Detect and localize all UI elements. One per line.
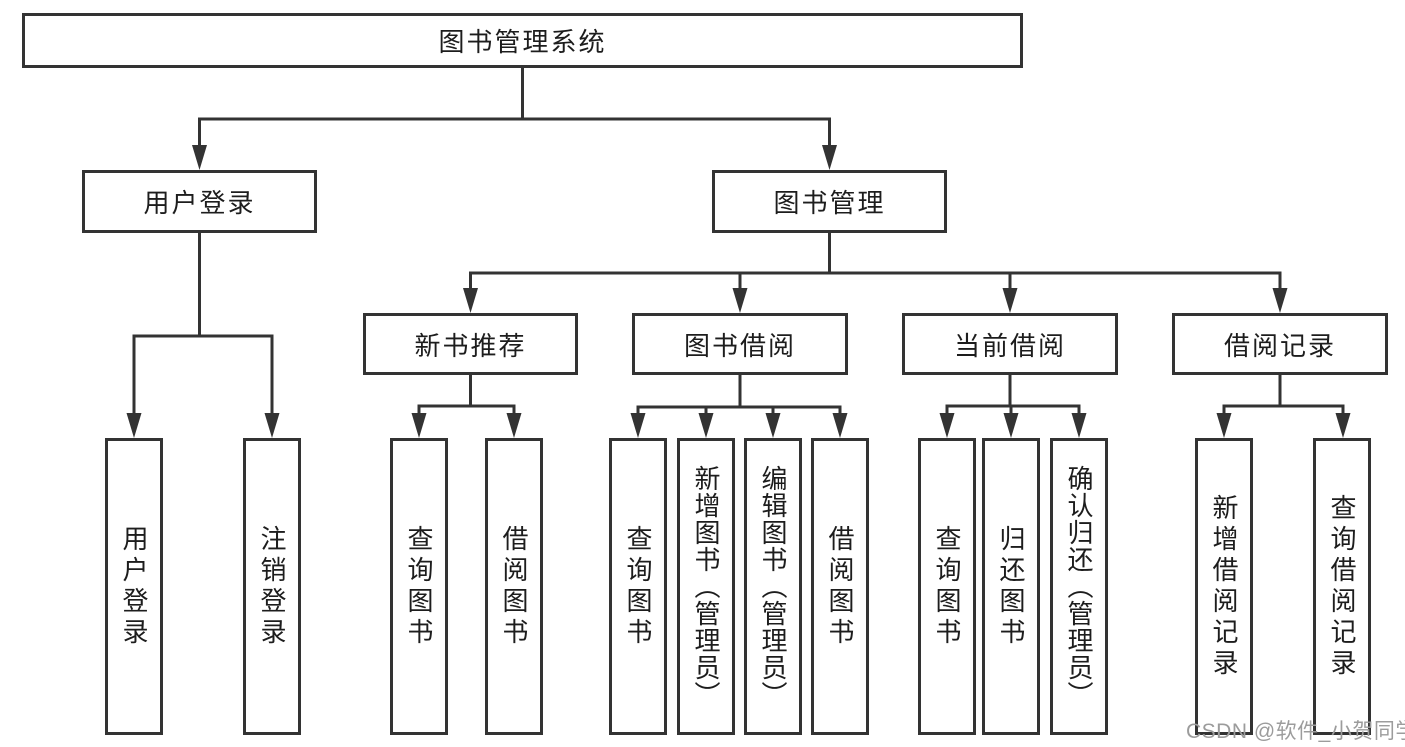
leaf-confirm-return-admin: 确认归还（管理员） [1050,438,1108,735]
csdn-watermark: CSDN @软件_小贺同学 [1186,720,1405,743]
connector-arrowhead [822,145,837,170]
connector-arrowhead [411,413,427,438]
connector-arrowhead [698,413,714,438]
connector-arrowhead [1272,288,1288,313]
connector-arrowhead [264,413,280,438]
leaf-add-borrow-record-label: 新增借阅记录 [1209,493,1239,680]
leaf-borrow-books-borrowing-label: 借阅图书 [825,524,855,649]
node-new-book-recommendation-label: 新书推荐 [414,330,527,361]
leaf-query-books-recommend-label: 查询图书 [404,524,434,649]
connector-arrowhead [506,413,522,438]
leaf-query-books-current-label: 查询图书 [932,524,962,649]
connector-arrowhead [126,413,142,438]
leaf-add-book-admin-label: 新增图书（管理员） [691,465,721,708]
leaf-user-login-label: 用户登录 [119,524,149,649]
node-borrowing-records: 借阅记录 [1172,313,1388,375]
connector-arrowhead [832,413,848,438]
node-root: 图书管理系统 [22,13,1023,68]
leaf-edit-book-admin-label: 编辑图书（管理员） [758,465,788,708]
node-book-management-label: 图书管理 [773,188,886,218]
connector-arrowhead [1335,413,1351,438]
node-book-borrowing: 图书借阅 [632,313,848,375]
leaf-logout-label: 注销登录 [257,524,287,649]
leaf-query-borrow-record: 查询借阅记录 [1313,438,1371,735]
connector-arrowhead [939,413,955,438]
leaf-query-borrow-record-label: 查询借阅记录 [1327,493,1357,680]
leaf-query-books-current: 查询图书 [918,438,976,735]
connector-arrowhead [732,288,748,313]
leaf-add-book-admin: 新增图书（管理员） [677,438,735,735]
connector-arrowhead [1002,288,1018,313]
leaf-borrow-books-recommend: 借阅图书 [485,438,543,735]
node-user-login: 用户登录 [82,170,317,233]
node-book-borrowing-label: 图书借阅 [683,330,796,361]
leaf-borrow-books-recommend-label: 借阅图书 [499,524,529,649]
leaf-edit-book-admin: 编辑图书（管理员） [744,438,802,735]
node-user-login-label: 用户登录 [143,188,256,218]
connector-arrowhead [1216,413,1232,438]
node-book-management: 图书管理 [712,170,947,233]
leaf-query-books-borrowing-label: 查询图书 [623,524,653,649]
node-new-book-recommendation: 新书推荐 [363,313,578,375]
node-borrowing-records-label: 借阅记录 [1223,330,1336,361]
connector-arrowhead [192,145,207,170]
connector-arrowhead [1071,413,1087,438]
leaf-query-books-borrowing: 查询图书 [609,438,667,735]
leaf-return-books-label: 归还图书 [996,524,1026,649]
node-current-borrowing: 当前借阅 [902,313,1118,375]
leaf-query-books-recommend: 查询图书 [390,438,448,735]
connector-arrowhead [463,288,478,313]
leaf-user-login: 用户登录 [105,438,163,735]
leaf-add-borrow-record: 新增借阅记录 [1195,438,1253,735]
leaf-borrow-books-borrowing: 借阅图书 [811,438,869,735]
leaf-logout: 注销登录 [243,438,301,735]
connector-arrowhead [765,413,781,438]
connector-arrowhead [630,413,646,438]
connector-arrowhead [1003,413,1019,438]
leaf-return-books: 归还图书 [982,438,1040,735]
leaf-confirm-return-admin-label: 确认归还（管理员） [1064,465,1094,708]
node-current-borrowing-label: 当前借阅 [953,330,1066,361]
node-root-label: 图书管理系统 [438,27,607,57]
